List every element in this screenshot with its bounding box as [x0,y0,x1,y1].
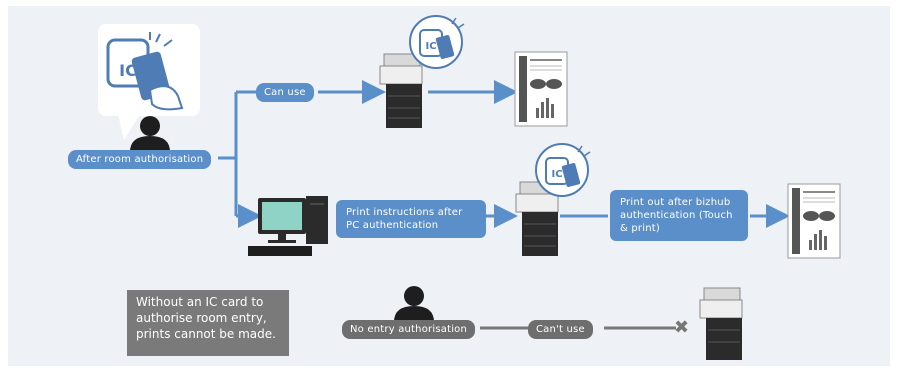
after-room-authorisation-label: After room authorisation [68,150,212,169]
no-card-note: Without an IC card to authorise room ent… [127,290,289,356]
mfp-printer-icon-top [379,53,423,128]
cross-icon: ✖ [674,317,690,338]
svg-text:IC: IC [425,41,436,52]
ic-card-speech-bubble: IC [98,24,200,140]
print-instructions-label: Print instructions after PC authenticati… [336,200,486,238]
cant-use-label: Can't use [528,320,593,339]
person-icon-bottom [394,286,434,322]
printed-document-icon-top [514,51,568,127]
no-entry-authorisation-label: No entry authorisation [342,320,476,339]
printed-document-icon-middle [787,183,841,259]
print-out-label: Print out after bizhub authentication (T… [610,190,748,241]
mfp-printer-icon-middle [515,181,559,256]
svg-text:IC: IC [119,61,137,80]
ic-reader-callout-middle: IC [535,143,591,197]
person-icon [130,116,170,152]
mfp-printer-icon-bottom [699,287,743,360]
flow-lines [218,80,790,228]
desktop-computer-icon [248,196,328,256]
svg-text:IC: IC [551,169,562,180]
ic-reader-callout-top: IC [409,15,465,69]
can-use-label: Can use [256,83,314,102]
